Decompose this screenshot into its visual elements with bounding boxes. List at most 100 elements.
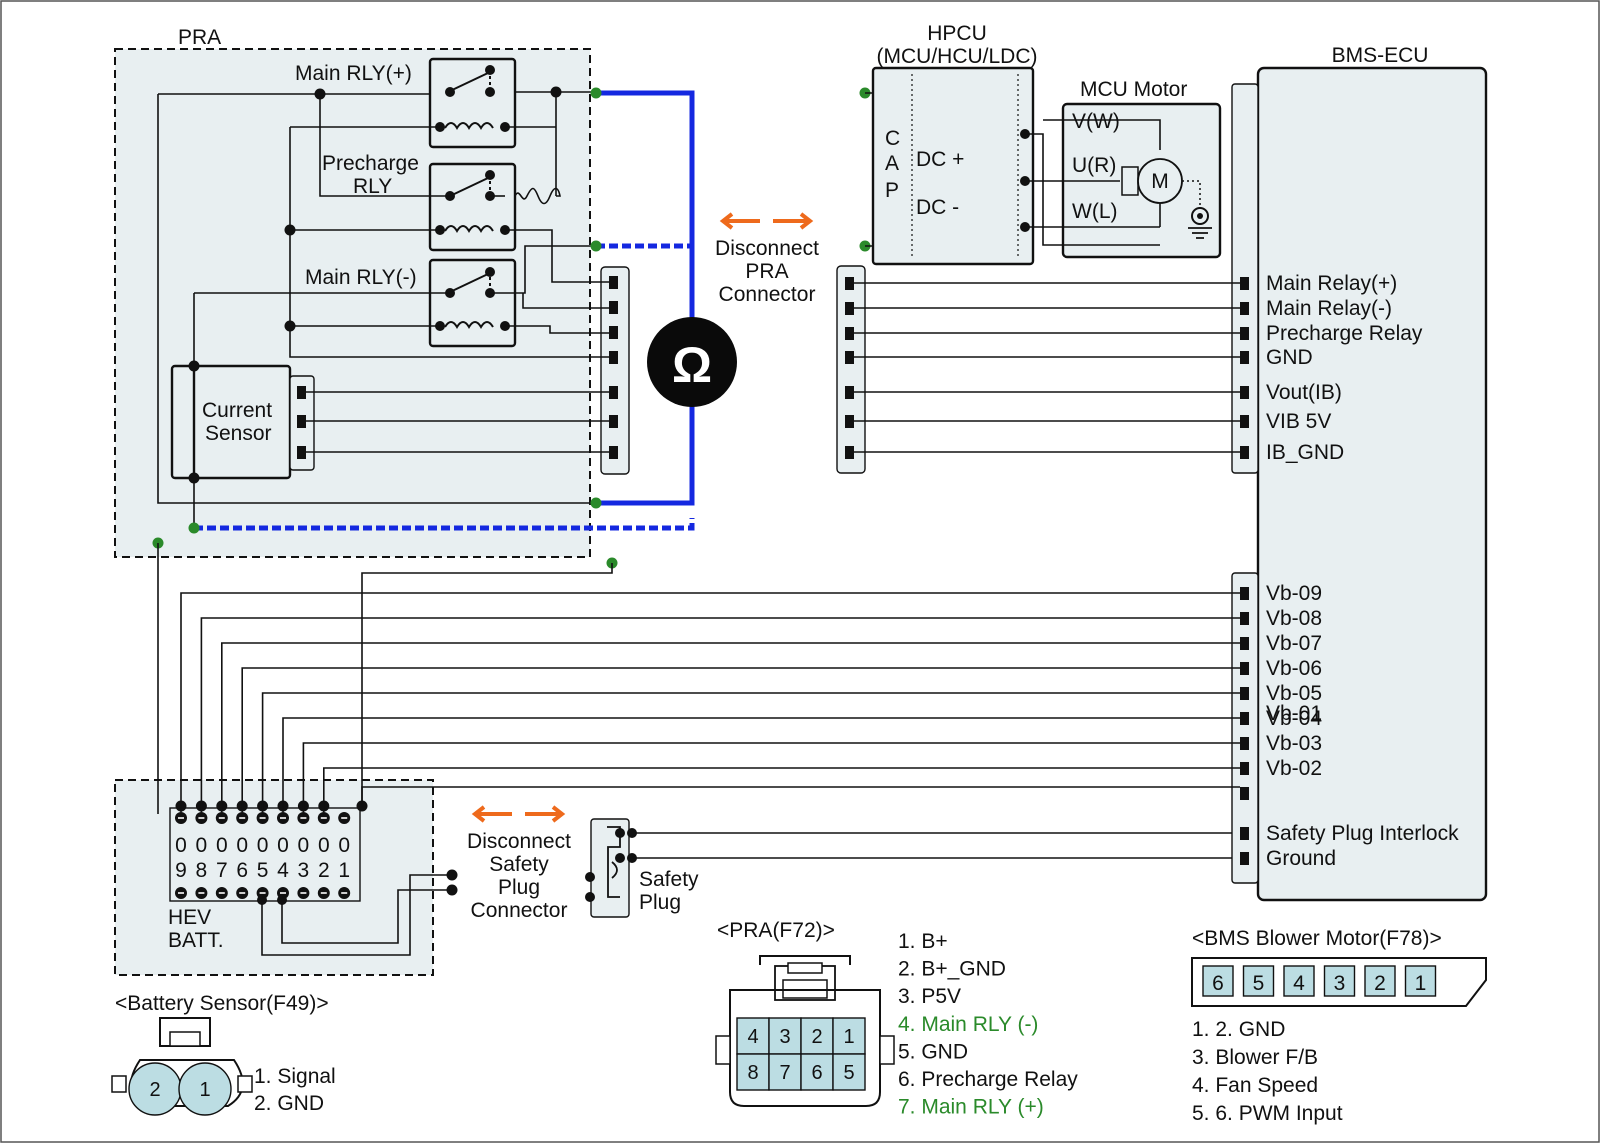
bms-pin-label: Vb-05 xyxy=(1266,682,1322,705)
blower-pin-label: 3. Blower F/B xyxy=(1192,1046,1318,1069)
bms-pin-label: IB_GND xyxy=(1266,441,1344,464)
disconnect-sp-label-2: Safety xyxy=(489,853,549,876)
ground-icon xyxy=(1191,207,1209,225)
pra-assembly: PRA Main RLY(+) Precharge RLY Main RLY(-… xyxy=(114,26,630,558)
module-digit-top: 0 xyxy=(236,834,248,857)
mcu-motor-label: MCU Motor xyxy=(1080,78,1187,101)
bms-pin-label: Safety Plug Interlock xyxy=(1266,822,1459,845)
module-digit-bottom: 7 xyxy=(216,859,228,882)
module-digit-top: 0 xyxy=(277,834,289,857)
bms-bottom-pins: Vb-09Vb-08Vb-07Vb-06Vb-05Vb-04Vb-03Vb-02… xyxy=(1240,582,1459,870)
ur-label: U(R) xyxy=(1072,154,1116,177)
blower-cell xyxy=(1364,965,1396,997)
bms-pin xyxy=(1240,612,1249,625)
bms-pin xyxy=(1240,827,1249,840)
bms-pin-label: Precharge Relay xyxy=(1266,322,1423,345)
bms-pin-label: Vb-09 xyxy=(1266,582,1322,605)
wl-label: W(L) xyxy=(1072,200,1118,223)
bms-pin xyxy=(1240,415,1249,428)
blower-cell-label: 4 xyxy=(1293,972,1305,995)
blower-cell xyxy=(1323,965,1356,997)
bs-pin-1: 1. Signal xyxy=(254,1065,336,1088)
module-digit-top: 0 xyxy=(175,834,187,857)
bms-pin-label: Vb-06 xyxy=(1266,657,1322,680)
harness-pin-6 xyxy=(845,415,854,428)
blower-cell-label: 3 xyxy=(1334,972,1346,995)
pra-cell-label: 3 xyxy=(779,1026,790,1048)
bs-pin-2: 2. GND xyxy=(254,1092,324,1115)
disconnect-pra-label-1: Disconnect xyxy=(715,237,819,260)
pra-cell xyxy=(768,1017,802,1055)
module-digit-bottom: 3 xyxy=(298,859,310,882)
disconnect-sp-label-3: Plug xyxy=(498,876,540,899)
current-sensor-label-2: Sensor xyxy=(205,422,272,445)
pra-pin-label: 4. Main RLY (-) xyxy=(898,1013,1038,1036)
pra-cell xyxy=(800,1017,834,1055)
harness-pin-1 xyxy=(845,277,854,290)
mcu-motor: MCU Motor M V(W) U(R) W(L) xyxy=(1020,78,1222,259)
current-sensor-label-1: Current xyxy=(202,399,272,422)
disconnect-pra-label-3: Connector xyxy=(719,283,816,306)
pra-connector xyxy=(600,266,630,475)
pra-cell-label: 1 xyxy=(843,1026,854,1048)
bms-pin xyxy=(1240,446,1249,459)
pra-cell-label: 8 xyxy=(747,1062,758,1084)
disconnect-pra-arrows xyxy=(719,212,814,230)
module-digit-bottom: 4 xyxy=(277,859,289,882)
disconnect-sp-label-1: Disconnect xyxy=(467,830,571,853)
precharge-relay xyxy=(428,162,517,252)
pra-cell-label: 4 xyxy=(747,1026,758,1048)
battery-sensor-connector: <Battery Sensor(F49)> 2 1 1. Signal 2. G… xyxy=(111,992,336,1116)
harness-pin-2 xyxy=(845,302,854,315)
bms-pin xyxy=(1240,762,1249,775)
bms-pin xyxy=(1240,737,1249,750)
motor-m-label: M xyxy=(1151,170,1169,193)
main-relay-plus xyxy=(428,57,517,149)
pra-cell xyxy=(736,1017,770,1055)
module-digit-bottom: 2 xyxy=(318,859,330,882)
dc-plus-label: DC + xyxy=(916,148,964,171)
blower-cell-label: 1 xyxy=(1415,972,1427,995)
bms-pin-label: Main Relay(-) xyxy=(1266,297,1392,320)
main-rly-plus-label: Main RLY(+) xyxy=(295,62,412,85)
bms-pin xyxy=(1240,637,1249,650)
pra-pin-label: 5. GND xyxy=(898,1040,968,1063)
blower-cell xyxy=(1404,965,1437,997)
ohmmeter-icon xyxy=(647,317,737,407)
pra-cell-label: 2 xyxy=(811,1026,822,1048)
module-digit-bottom: 5 xyxy=(257,859,269,882)
bms-pin-label: Main Relay(+) xyxy=(1266,272,1397,295)
pra-cell-label: 6 xyxy=(811,1062,822,1084)
bms-pin-label: VIB 5V xyxy=(1266,410,1331,433)
disconnect-pra-label-2: PRA xyxy=(745,260,788,283)
ohm-symbol: Ω xyxy=(672,337,712,393)
blower-cell-label: 2 xyxy=(1374,972,1386,995)
bms-pin xyxy=(1240,712,1249,725)
blower-cell-label: 6 xyxy=(1212,972,1224,995)
bms-pin-label: Vout(IB) xyxy=(1266,381,1342,404)
bms-top-pins: Main Relay(+)Main Relay(-)Precharge Rela… xyxy=(845,272,1423,464)
bms-pin-interlock-extra xyxy=(1240,787,1249,800)
dc-minus-label: DC - xyxy=(916,196,959,219)
bms-pin xyxy=(1240,687,1249,700)
blower-cell xyxy=(1283,965,1315,997)
pra-cell xyxy=(832,1017,866,1055)
pra-cell-label: 7 xyxy=(779,1062,790,1084)
precharge-rly-label-2: RLY xyxy=(353,175,392,198)
pra-pin-label: 6. Precharge Relay xyxy=(898,1068,1078,1091)
bms-pin xyxy=(1240,351,1249,364)
cap-p: P xyxy=(885,179,899,202)
bms-pin-label: Ground xyxy=(1266,847,1336,870)
bms-pin-label: Vb-04 xyxy=(1266,707,1322,730)
main-rly-minus-label: Main RLY(-) xyxy=(305,266,417,289)
hev-batt-label-1: HEV xyxy=(168,906,211,929)
pra-pin-label: 2. B+_GND xyxy=(898,958,1006,981)
pra-cell xyxy=(832,1053,866,1091)
hev-battery: HEV BATT. xyxy=(114,779,434,976)
module-digit-bottom: 6 xyxy=(236,859,248,882)
